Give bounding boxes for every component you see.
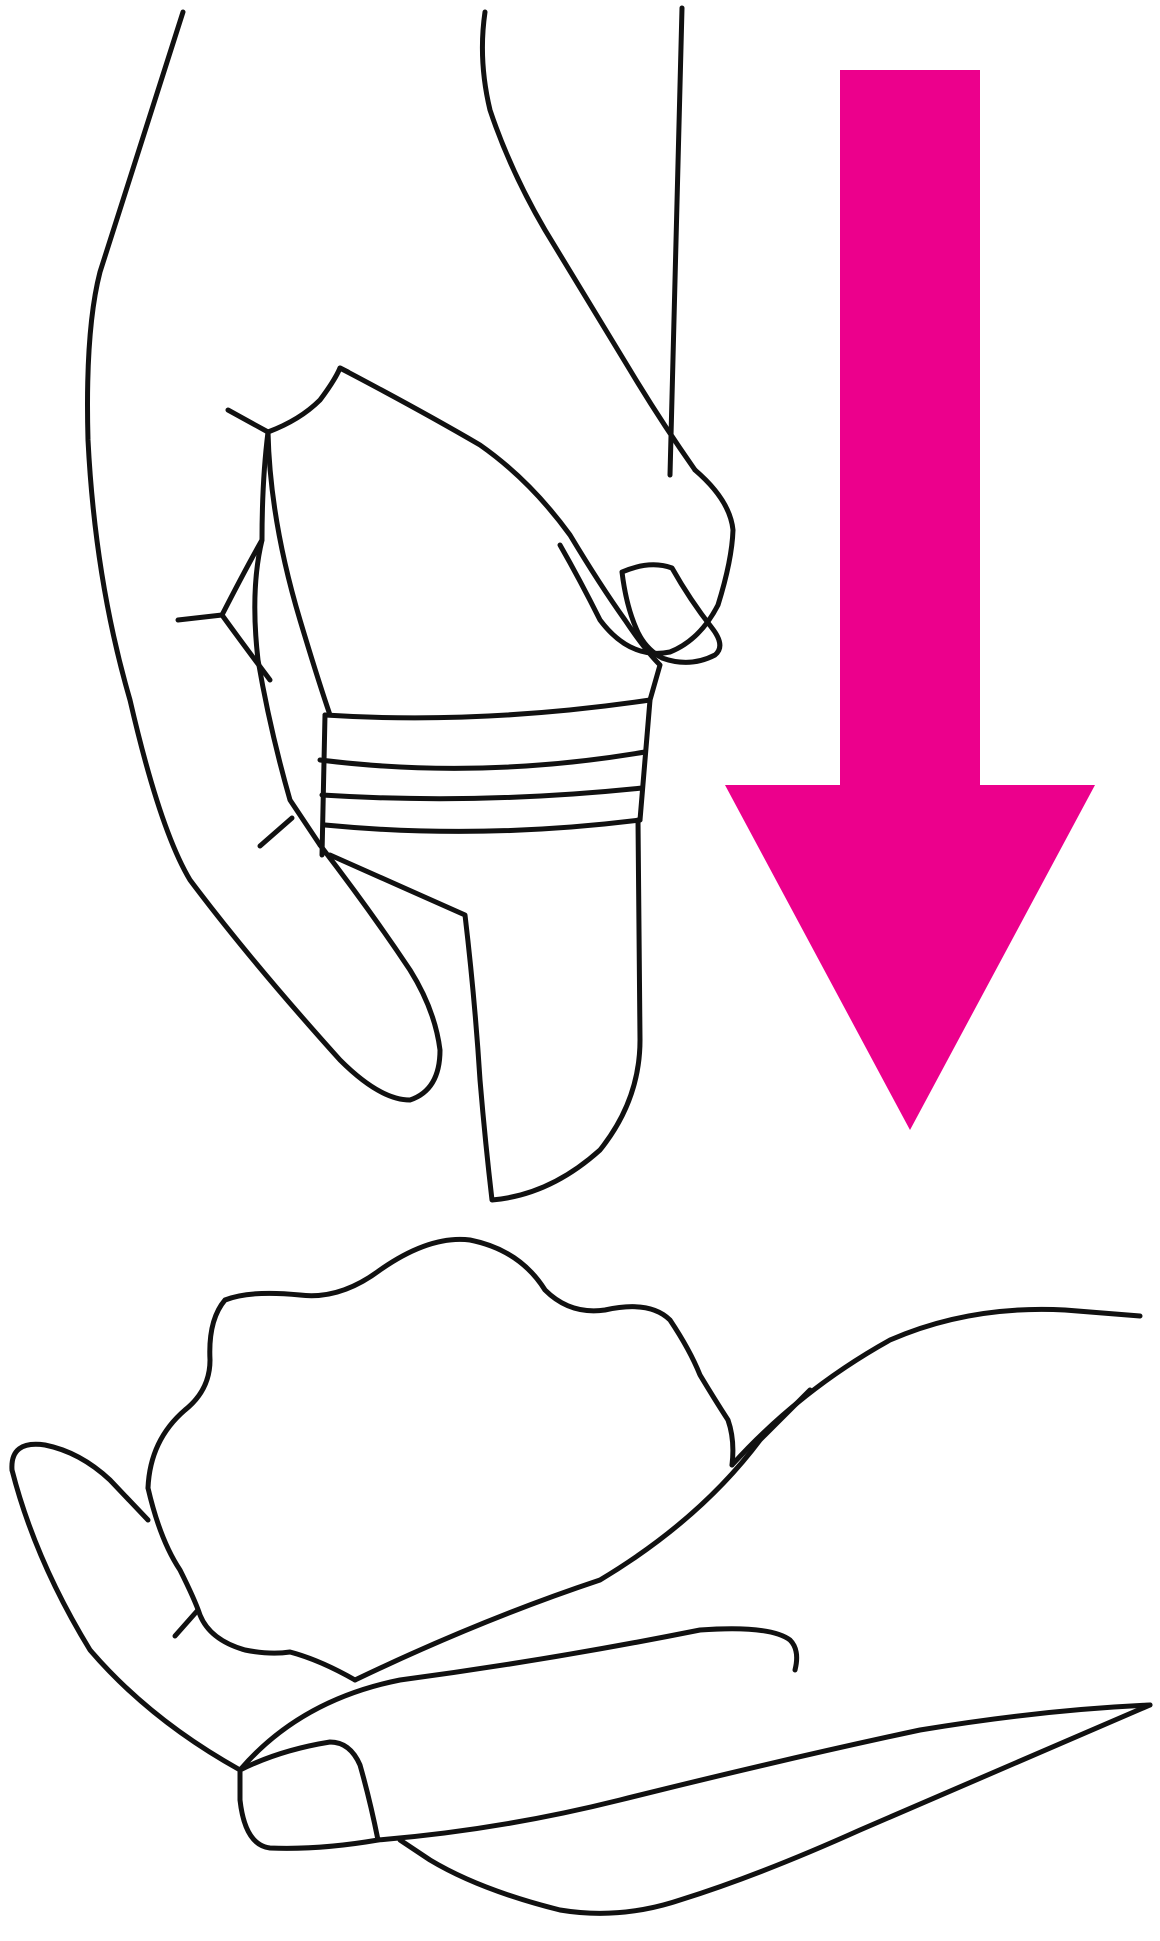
down-arrow-icon [725, 70, 1095, 1130]
lower-hand-icon [12, 1239, 1150, 1913]
upper-hand-icon [88, 8, 734, 1100]
applicator-cap-icon [268, 368, 660, 1200]
